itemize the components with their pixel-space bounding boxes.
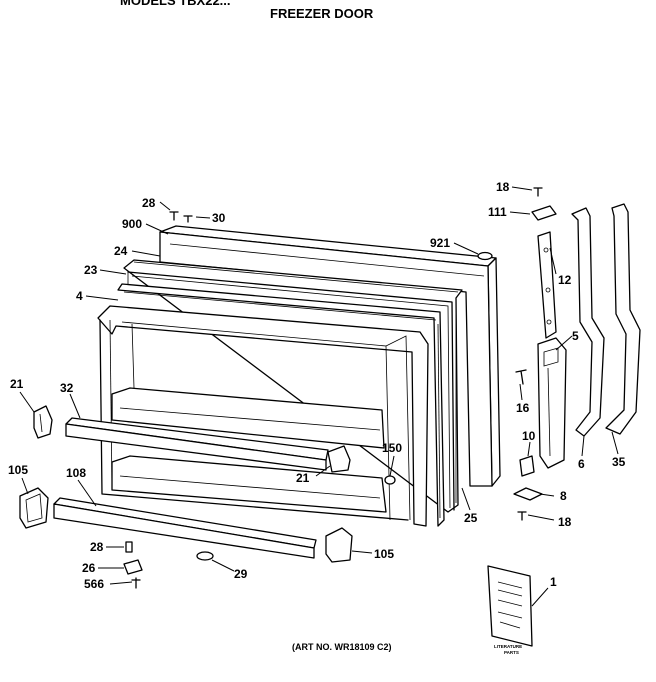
- door-outer-panel: [159, 225, 501, 487]
- bracket-21-shelf: [327, 445, 351, 473]
- screw-150: [384, 475, 396, 485]
- callout-566: 566: [84, 577, 104, 591]
- breaker-strip-4: [117, 283, 445, 527]
- cut-title: MODELS TBX22...: [120, 0, 231, 8]
- callouts: 18 111 28 30 900 24 921 23 12 4 5 21 32 …: [8, 180, 626, 591]
- callout-28-bottom: 28: [90, 540, 104, 554]
- callout-23: 23: [84, 263, 98, 277]
- end-cap-105-left: [19, 487, 49, 529]
- handle-35: [605, 203, 641, 435]
- bracket-21-left: [33, 405, 53, 439]
- callout-26: 26: [82, 561, 96, 575]
- callout-28-top: 28: [142, 196, 156, 210]
- shelf-bar-32: [65, 417, 329, 471]
- shelf-bar-108: [53, 497, 317, 559]
- callout-21-shelf: 21: [296, 471, 310, 485]
- callout-900: 900: [122, 217, 142, 231]
- handle-6: [571, 207, 605, 437]
- callout-18-top: 18: [496, 180, 510, 194]
- callout-12: 12: [558, 273, 572, 287]
- callout-5: 5: [572, 329, 579, 343]
- callout-16: 16: [516, 401, 530, 415]
- callout-29: 29: [234, 567, 248, 581]
- callout-35: 35: [612, 455, 626, 469]
- callout-8: 8: [560, 489, 567, 503]
- callout-105-right: 105: [374, 547, 394, 561]
- callout-1: 1: [550, 575, 557, 589]
- clip-111: [531, 205, 557, 221]
- callout-18-bottom: 18: [558, 515, 572, 529]
- leader-lines: [19, 186, 619, 607]
- callout-150: 150: [382, 441, 402, 455]
- callout-111: 111: [488, 205, 507, 219]
- screw-28-top: [169, 211, 179, 221]
- callout-24: 24: [114, 244, 128, 258]
- clip-8: [513, 487, 543, 501]
- callout-32: 32: [60, 381, 74, 395]
- callout-30: 30: [212, 211, 226, 225]
- hinge-plate-12: [537, 231, 557, 339]
- callout-6: 6: [578, 457, 585, 471]
- literature-label-line2: PARTS: [504, 650, 519, 655]
- page-title: FREEZER DOOR: [270, 6, 374, 21]
- bracket-26: [123, 559, 143, 575]
- callout-108: 108: [66, 466, 86, 480]
- callout-921: 921: [430, 236, 450, 250]
- door-liner: [97, 305, 429, 527]
- plug-29: [196, 551, 214, 561]
- literature-label-line1: LITERATURE: [494, 644, 522, 649]
- callout-21-left: 21: [10, 377, 24, 391]
- end-cap-105-right: [325, 527, 353, 563]
- cap-10: [519, 455, 535, 477]
- art-number: (ART NO. WR18109 C2): [292, 642, 392, 652]
- callout-25: 25: [464, 511, 478, 525]
- screw-921: [477, 251, 493, 261]
- callout-105-left: 105: [8, 463, 28, 477]
- handle-5: [537, 337, 567, 469]
- callout-10: 10: [522, 429, 536, 443]
- literature-booklet: LITERATURE PARTS: [487, 565, 533, 655]
- screw-18-bottom: [517, 511, 527, 521]
- screw-30: [183, 215, 193, 223]
- screw-16: [515, 369, 527, 385]
- screw-566: [131, 577, 141, 589]
- screw-28-bottom: [125, 541, 133, 553]
- screw-18-top: [533, 187, 543, 197]
- callout-4: 4: [76, 289, 83, 303]
